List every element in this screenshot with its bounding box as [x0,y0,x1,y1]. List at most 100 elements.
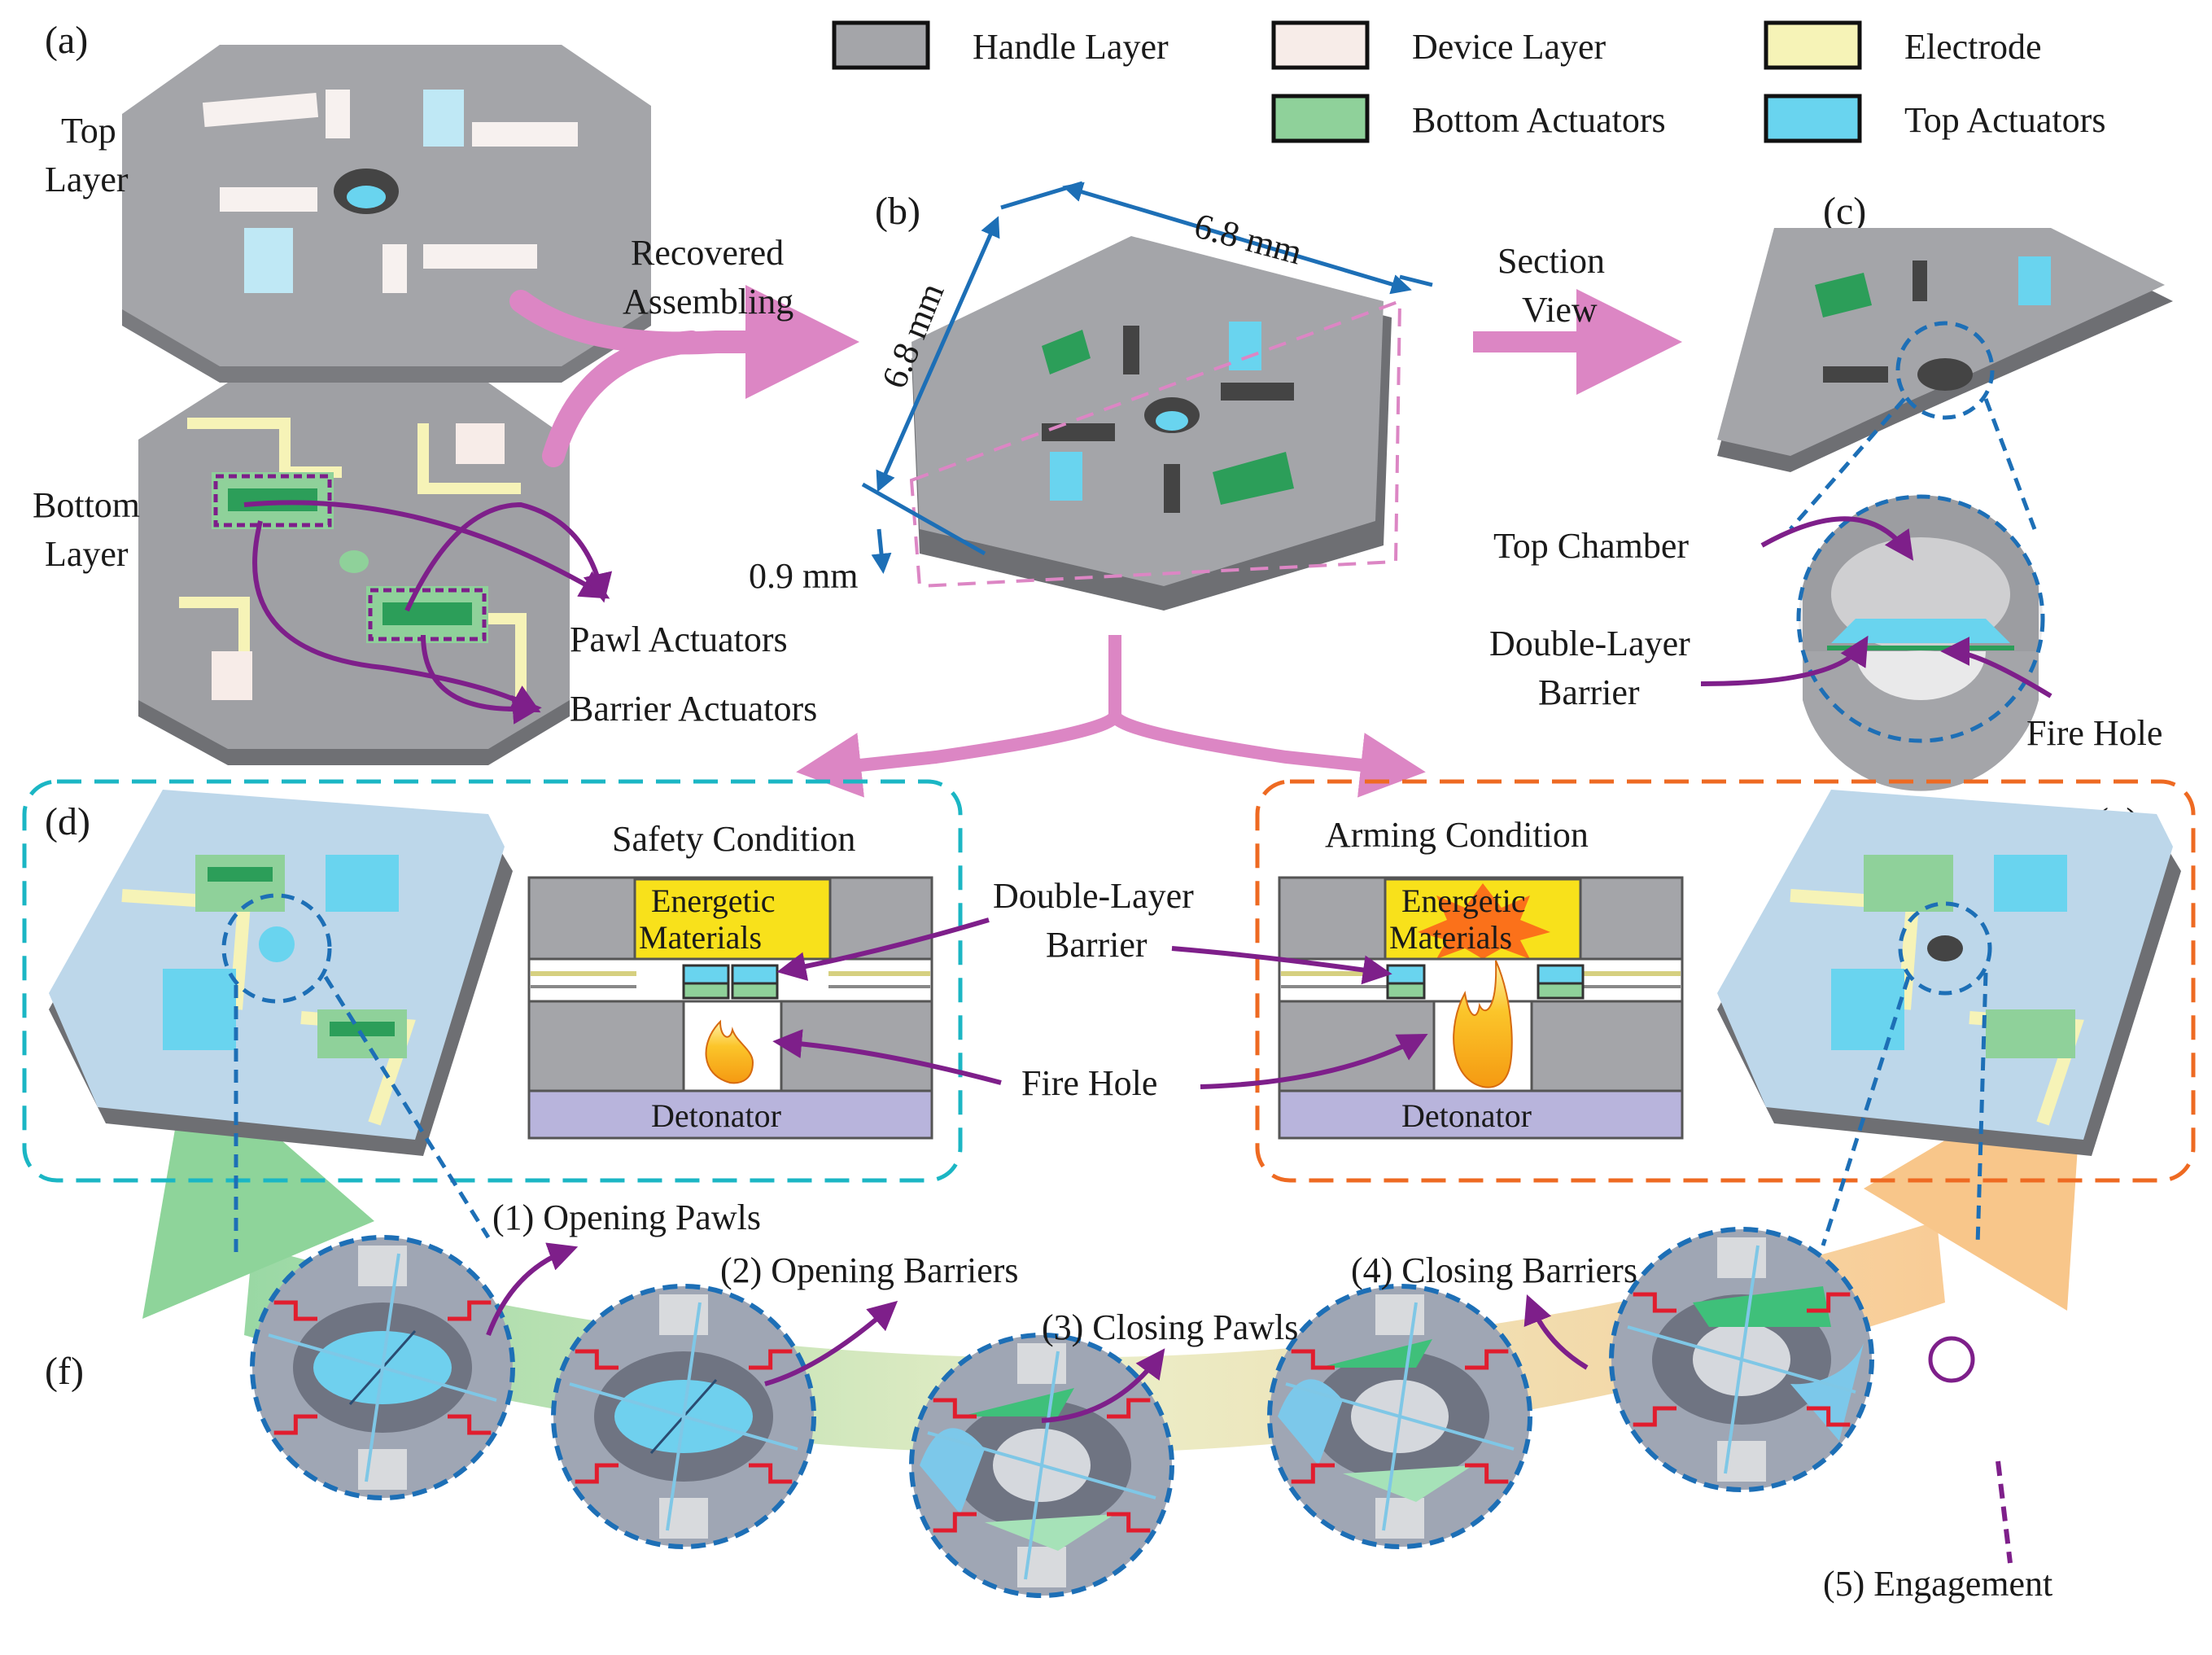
step-beam [1024,1351,1060,1580]
fire-hole-label-mid: Fire Hole [1021,1063,1157,1103]
step-spring [575,1349,619,1370]
panel-label-f: (f) [45,1350,84,1393]
safety-frame [22,779,963,1183]
step-ring [1609,1227,1874,1492]
energetic-label-arming-1: Energetic [1401,882,1526,919]
energetic-label-safety-2: Materials [639,919,762,956]
legend-swatch-handle-layer [832,20,930,70]
step-spring [448,1300,492,1321]
step-pad [1717,1237,1766,1278]
step-ring [909,1333,1174,1598]
pawl-actuators-label: Pawl Actuators [570,620,788,659]
pawl-callouts [243,500,613,725]
zoom-lines-arming [1821,972,1988,1246]
assembling-arrow [509,285,859,467]
schematic-callouts [772,917,1428,1089]
barrier-label-c-2: Barrier [1538,672,1640,712]
step-spring [575,1463,619,1484]
zoom-ring-arming [1898,901,1992,996]
step-circle-2 [551,1284,816,1549]
legend-label-electrode: Electrode [1904,27,2042,67]
legend-swatch-bottom-actuators [1271,94,1370,143]
safety-title: Safety Condition [612,819,855,859]
step-spring [448,1414,492,1435]
step-barrier-bottom [1343,1465,1473,1502]
step-pad [659,1498,708,1539]
detonator-label-safety: Detonator [651,1097,781,1134]
step-spring [749,1463,793,1484]
barrier-label-c-1: Double-Layer [1489,624,1690,663]
bottom-layer-chip [138,383,570,765]
step-ring [1267,1284,1532,1549]
assembled-chip [909,236,1402,611]
legend-label-device-layer: Device Layer [1412,27,1607,67]
step-label-3: (3) Closing Pawls [1042,1307,1298,1347]
panel-label-c: (c) [1823,190,1866,233]
step-pad [1375,1498,1424,1539]
step-spring [273,1300,317,1321]
legend-swatch-device-layer [1271,20,1370,70]
assembling-label-2: Assembling [623,282,793,322]
detonator-label-arming: Detonator [1401,1097,1532,1134]
zoom-ring-safety [221,893,332,1004]
barrier-actuators-label: Barrier Actuators [570,689,817,729]
step-spring [933,1512,977,1533]
legend-label-top-actuators: Top Actuators [1904,100,2105,140]
bottom-layer-label-2: Layer [45,534,129,574]
arming-frame [1255,779,2196,1183]
step-spring [1107,1398,1151,1419]
step-barrier-bottom [985,1514,1115,1551]
step-pad [358,1449,407,1490]
step-beam [666,1302,702,1531]
step-beam [365,1253,400,1482]
chip-safety [49,790,513,1156]
step-beam [1382,1302,1418,1531]
zoom-lines-c [1789,397,2037,531]
zoom-lines-safety [234,975,491,1254]
energetic-label-arming-2: Materials [1389,919,1512,956]
step-label-4: (4) Closing Barriers [1351,1250,1637,1290]
step-pawl-left [1278,1379,1343,1465]
section-callouts [1700,516,2052,698]
step-pad [1017,1343,1066,1384]
step-spring [1107,1512,1151,1533]
barrier-label-mid-2: Barrier [1046,925,1148,965]
top-chamber-label: Top Chamber [1493,526,1689,566]
step-circle-1 [250,1235,515,1500]
panel-label-a: (a) [45,19,88,62]
split-arrow [796,635,1426,798]
explosion-burst [1418,883,1550,959]
legend-swatch-electrode [1764,20,1862,70]
step-spring [1633,1406,1676,1427]
arming-title: Arming Condition [1325,815,1589,855]
step-beam [1724,1245,1760,1474]
fire-hole-label-c: Fire Hole [2026,713,2162,753]
step-pad [1375,1294,1424,1335]
bottom-layer-label-1: Bottom [33,485,140,525]
top-layer-label-2: Layer [45,160,129,199]
step-label-2: (2) Opening Barriers [720,1250,1019,1290]
step-spring [749,1349,793,1370]
step-ring [250,1235,515,1500]
step-spring [1465,1463,1509,1484]
step-barrier-top [960,1388,1074,1416]
chip-arming [1717,790,2181,1156]
legend-swatch-top-actuators [1764,94,1862,143]
panel-label-d: (d) [45,800,90,843]
step-ring [551,1284,816,1549]
zoom-ring-small [1895,321,1995,420]
top-layer-label-1: Top [61,111,116,151]
step-circle-4 [1267,1284,1532,1549]
dim-thickness-label: 0.9 mm [749,556,858,596]
step-spring [1291,1349,1335,1370]
section-label-1: Section [1497,241,1605,281]
schematic-safety [527,876,933,1140]
energetic-label-safety-1: Energetic [651,882,776,919]
step-pad [1717,1441,1766,1482]
step-barrier-top [1318,1339,1432,1368]
step-pad [1017,1547,1066,1587]
section-chip [1717,228,2173,472]
panel-label-b: (b) [875,190,920,233]
section-zoom [1799,495,2043,791]
